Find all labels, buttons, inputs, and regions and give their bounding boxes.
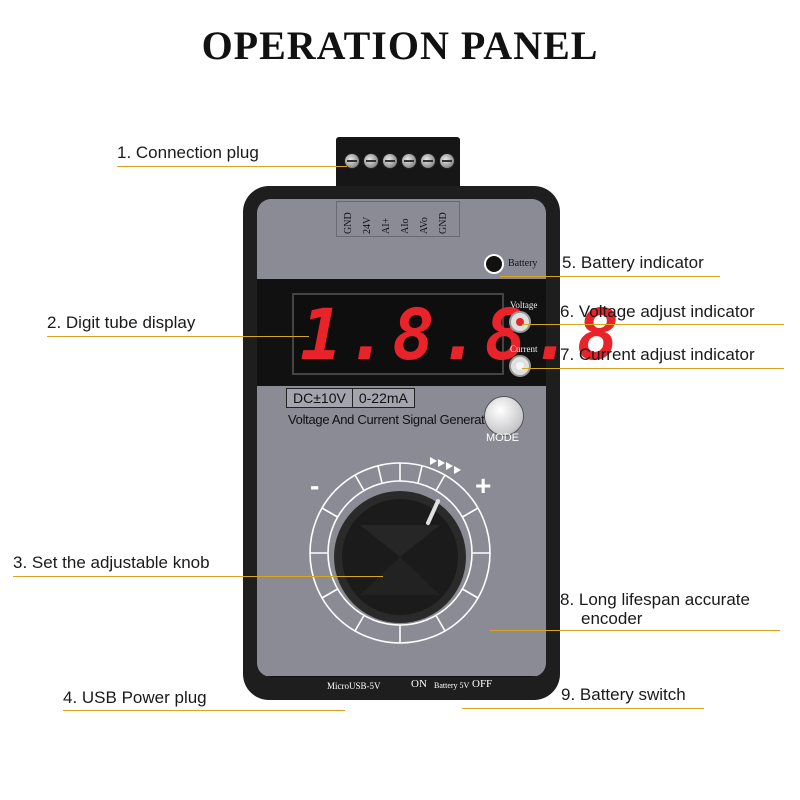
callout-line-4 [63, 710, 345, 711]
callout-battery-indicator: 5. Battery indicator [562, 253, 704, 272]
voltage-indicator [509, 311, 531, 333]
terminal-label: GND [343, 212, 354, 234]
terminal-screw [382, 153, 398, 169]
callout-line-7 [522, 368, 784, 369]
callout-line-9 [462, 708, 704, 709]
off-label: OFF [472, 678, 493, 690]
on-label: ON [411, 678, 427, 690]
page-title: OPERATION PANEL [201, 23, 599, 68]
callout-line-1 [117, 166, 347, 167]
terminal-screw [401, 153, 417, 169]
terminal-label: AVo [419, 217, 430, 234]
terminal-labels: GND 24V AI+ AIo AVo GND [336, 201, 460, 237]
battery-label: Battery [508, 258, 538, 269]
terminal-screw [344, 153, 360, 169]
voltage-label: Voltage [510, 300, 538, 310]
connection-plug[interactable] [336, 137, 460, 191]
display-value: 1.8.8.8 [300, 294, 624, 376]
terminal-label: AIo [400, 218, 411, 234]
mode-button[interactable] [484, 396, 524, 436]
callout-current-indicator: 7. Current adjust indicator [560, 345, 755, 364]
terminal-screw [363, 153, 379, 169]
bottom-strip [257, 676, 546, 677]
terminal-label: GND [438, 212, 449, 234]
direction-arrows-icon [430, 457, 461, 474]
encoder-dial [309, 457, 491, 644]
current-indicator [509, 355, 531, 377]
knob-facet [360, 557, 440, 595]
callout-encoder-line1: 8. Long lifespan accurate [560, 590, 750, 609]
usb-label: MicroUSB-5V [327, 681, 381, 691]
device-subtitle: Voltage And Current Signal Generator [288, 412, 496, 427]
terminal-label: AI+ [381, 217, 392, 234]
battery-indicator-led [484, 254, 504, 274]
current-led-dot [516, 362, 524, 370]
terminal-screw [439, 153, 455, 169]
callout-knob: 3. Set the adjustable knob [13, 553, 210, 572]
terminal-label: 24V [362, 216, 373, 234]
current-label: Current [510, 344, 538, 354]
mode-label: MODE [486, 432, 519, 444]
callout-digit-display: 2. Digit tube display [47, 313, 196, 332]
callout-voltage-indicator: 6. Voltage adjust indicator [560, 302, 755, 321]
callout-line-5 [500, 276, 720, 277]
battery-5v-label: Battery 5V [434, 681, 470, 690]
callout-line-6 [522, 324, 784, 325]
plus-sign: + [475, 470, 492, 501]
spec-box: DC±10V 0-22mA [286, 388, 415, 408]
callout-connection-plug: 1. Connection plug [117, 143, 259, 162]
callout-encoder-line2: encoder [581, 609, 643, 628]
knob-pointer [426, 499, 440, 525]
spec-current: 0-22mA [351, 389, 414, 407]
voltage-led-dot [516, 318, 524, 326]
spec-voltage: DC±10V [293, 390, 346, 406]
minus-sign: - [310, 470, 320, 501]
callout-usb: 4. USB Power plug [63, 688, 207, 707]
terminal-screw [420, 153, 436, 169]
callout-line-8 [490, 630, 780, 631]
callout-line-2 [47, 336, 309, 337]
callout-line-3 [13, 576, 383, 577]
digit-tube-display: 1.8.8.8 [292, 293, 624, 376]
callout-battery-switch: 9. Battery switch [561, 685, 686, 704]
knob-facet [360, 525, 440, 557]
